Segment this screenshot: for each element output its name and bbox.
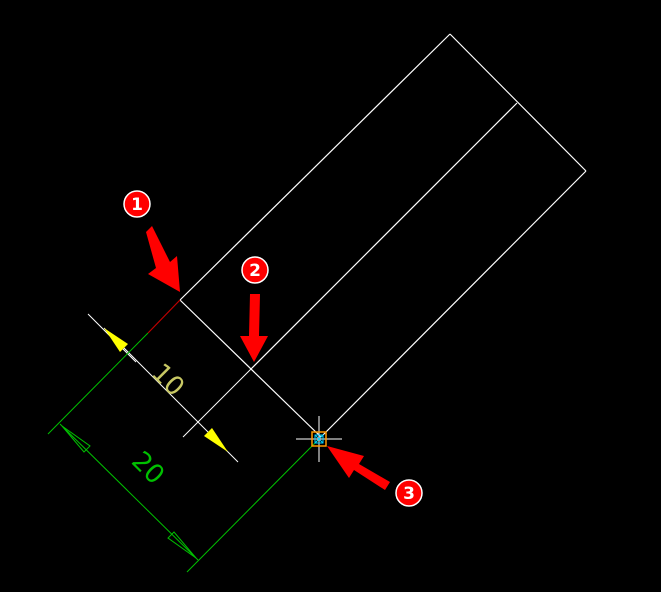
rectangle-geometry [179, 33, 587, 438]
dim-large-arrow-2 [167, 531, 197, 559]
callout-3-badge [395, 479, 423, 507]
callout-3: 3 [327, 446, 423, 507]
snap-marker-cross-2 [314, 434, 324, 444]
callout-1: 1 [123, 190, 180, 292]
snap-marker [311, 431, 327, 447]
callout-2-badge [241, 256, 269, 284]
dim-large-line [59, 423, 199, 561]
dim-small-extension-2 [182, 368, 252, 438]
rect-edge-bottom [179, 299, 322, 438]
snap-marker-inner [314, 434, 324, 444]
callout-1-badge [123, 190, 151, 218]
dim-large-extension-2 [186, 436, 322, 573]
red-offset-segment [147, 299, 181, 334]
callout-3-label: 3 [403, 484, 415, 504]
dim-small-arrow-2 [204, 428, 228, 452]
callout-2-arrow [240, 294, 268, 362]
rect-edge-bottom-right [320, 170, 587, 438]
callout-2-label: 2 [249, 261, 261, 281]
dim-large-extension-1 [47, 332, 149, 435]
callout-2: 2 [240, 256, 269, 362]
callout-3-arrow [327, 446, 390, 490]
rect-edge-top-left [179, 33, 451, 301]
dim-small-arrow-1 [104, 328, 128, 352]
rect-inner-divider [250, 102, 518, 370]
callout-1-label: 1 [131, 195, 143, 215]
rect-edge-top-right [449, 33, 587, 172]
dim-large-arrow-1 [61, 425, 91, 453]
callout-1-arrow [146, 226, 180, 292]
cursor-crosshair [296, 416, 342, 462]
